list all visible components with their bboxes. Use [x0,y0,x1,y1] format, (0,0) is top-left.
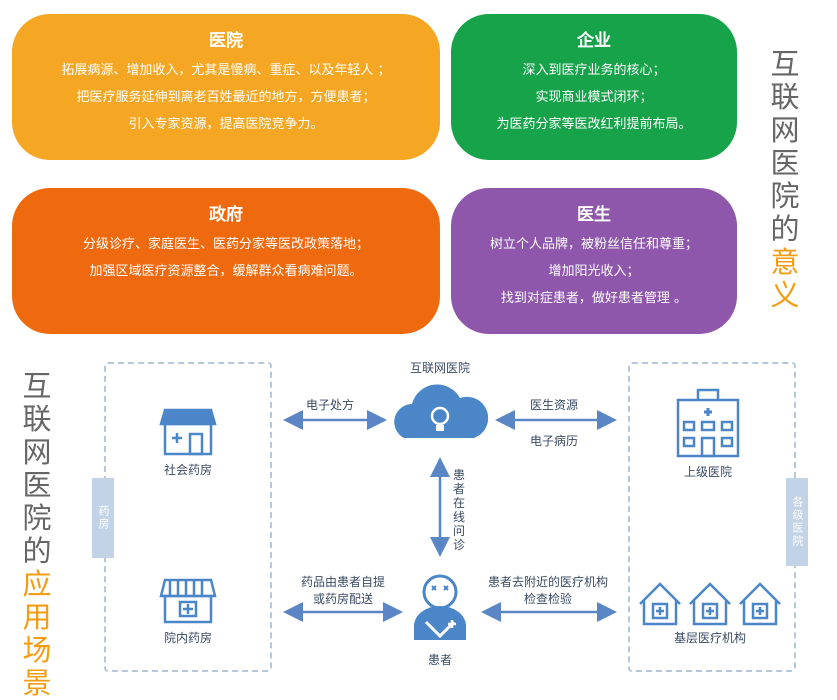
enterprise-card: 企业 深入到医疗业务的核心； 实现商业模式闭环； 为医药分家等医改红利提前布局。 [451,14,737,160]
upper-hospital-label: 上级医院 [683,465,732,479]
pharmacy-box-label: 药房 [92,478,114,558]
e-records-label: 电子病历 [530,434,579,448]
enterprise-line-3: 为医药分家等医改红利提前布局。 [496,117,692,132]
nearby-checkup-line-2: 检查检验 [523,592,572,606]
drug-delivery-label: 药品由患者自提 或药房配送 [282,574,404,608]
grassroots-label: 基层医疗机构 [673,631,746,645]
hospitals-box-label: 各级医院 [786,478,808,566]
doctor-line-3: 找到对症患者，做好患者管理 。 [500,291,688,306]
drug-delivery-line-1: 药品由患者自提 [300,575,385,589]
doctor-line-2: 增加阳光收入； [548,264,640,279]
enterprise-card-title: 企业 [577,31,611,51]
government-card: 政府 分级诊疗、家庭医生、医药分家等医改政策落地； 加强区域医疗资源整合，缓解群… [12,188,440,334]
hospital-line-2: 把医疗服务延伸到离老百姓最近的地方，方便患者； [76,90,376,105]
inhouse-pharmacy-icon [159,578,217,624]
enterprise-line-1: 深入到医疗业务的核心； [522,63,666,78]
doctor-line-1: 树立个人品牌，被粉丝信任和尊重； [489,237,698,252]
government-line-2: 加强区域医疗资源整合，缓解群众看病难问题。 [89,264,363,279]
hospital-card-title: 医院 [209,31,243,51]
cloud-lightbulb-icon [394,384,489,438]
scenario-vertical-title: 互联网医院的 应用场景 [20,370,54,700]
doctor-resources-label: 医生资源 [530,398,579,412]
inhouse-pharmacy-label: 院内药房 [163,631,212,645]
nearby-checkup-label: 患者去附近的医疗机构 检查检验 [478,574,618,608]
government-line-1: 分级诊疗、家庭医生、医药分家等医改政策落地； [82,237,369,252]
scenario-title-orange: 应用场景 [22,567,52,700]
upper-hospital-icon [676,388,740,458]
doctor-card: 医生 树立个人品牌，被粉丝信任和尊重； 增加阳光收入； 找到对症患者，做好患者管… [451,188,737,334]
meaning-title-gray: 互联网医院的 [770,47,800,246]
nearby-checkup-line-1: 患者去附近的医疗机构 [487,575,608,589]
patient-label: 患者 [427,653,452,667]
meaning-title-orange: 意义 [770,245,800,312]
grassroots-houses-icon [639,582,781,626]
e-prescription-label: 电子处方 [306,398,355,412]
meaning-vertical-title: 互联网医院的 意义 [768,48,802,312]
social-pharmacy-label: 社会药房 [163,463,212,477]
online-consult-label: 患者在线问诊 [452,468,465,552]
social-pharmacy-icon [159,408,217,456]
drug-delivery-line-2: 或药房配送 [312,592,373,606]
enterprise-line-2: 实现商业模式闭环； [535,90,653,105]
hospital-card: 医院 拓展病源、增加收入，尤其是慢病、重症、以及年轻人 ； 把医疗服务延伸到离老… [12,14,440,160]
hospital-line-1: 拓展病源、增加收入，尤其是慢病、重症、以及年轻人 ； [61,63,391,78]
scenario-title-gray: 互联网医院的 [22,369,52,568]
internet-hospital-label: 互联网医院 [409,361,470,375]
patient-icon [414,574,466,640]
government-card-title: 政府 [209,205,243,225]
doctor-card-title: 医生 [577,205,611,225]
hospital-line-3: 引入专家资源，提高医院竞争力。 [128,117,324,132]
